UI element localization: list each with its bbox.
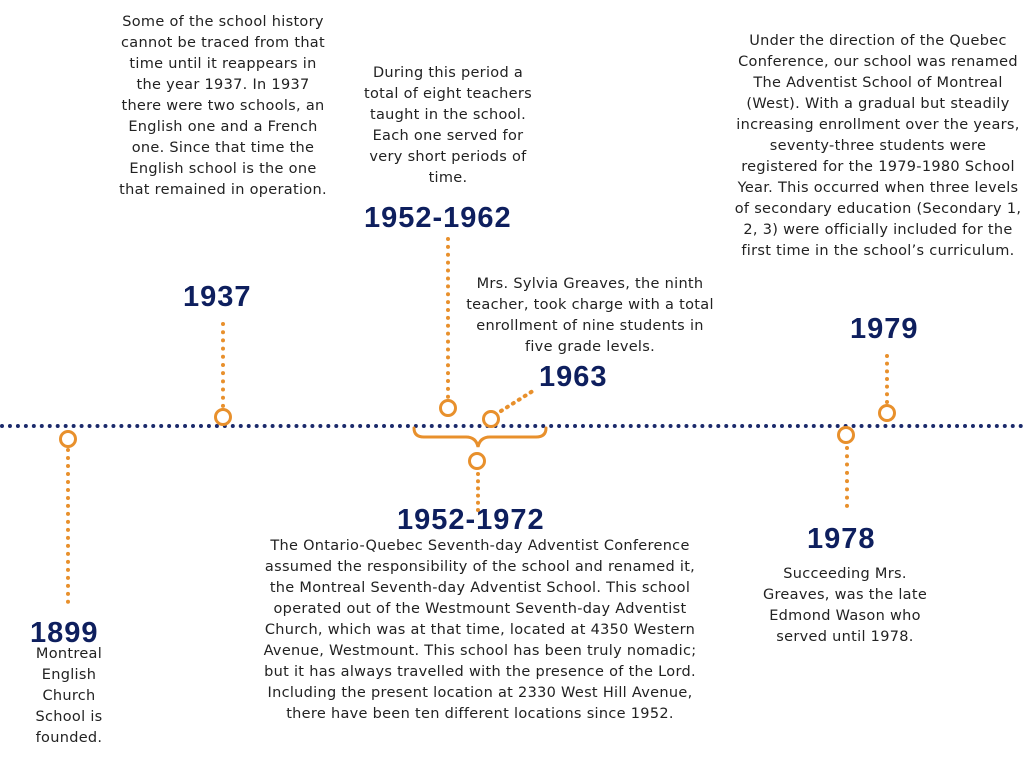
marker-1937 bbox=[214, 408, 232, 426]
marker-1952-1962 bbox=[439, 399, 457, 417]
stem-1952-1972 bbox=[476, 472, 480, 512]
desc-1937: Some of the school history cannot be tra… bbox=[119, 14, 327, 198]
desc-1952-1962: During this period a total of eight teac… bbox=[364, 65, 532, 186]
connector-1963 bbox=[499, 387, 538, 413]
year-1937: 1937 bbox=[183, 281, 252, 313]
year-1899: 1899 bbox=[30, 617, 99, 649]
desc-1979: Under the direction of the Quebec Confer… bbox=[734, 33, 1022, 259]
year-1963: 1963 bbox=[539, 361, 608, 393]
year-1952-1972: 1952-1972 bbox=[397, 504, 545, 536]
desc-1899: Montreal English Church School is founde… bbox=[35, 646, 103, 746]
stem-1952-1962 bbox=[446, 237, 450, 399]
marker-1899 bbox=[59, 430, 77, 448]
stem-1899 bbox=[66, 448, 70, 604]
stem-1978 bbox=[845, 446, 849, 508]
marker-1952-1972 bbox=[468, 452, 486, 470]
year-1979: 1979 bbox=[850, 313, 919, 345]
marker-1979 bbox=[878, 404, 896, 422]
desc-1978: Succeeding Mrs. Greaves, was the late Ed… bbox=[762, 566, 928, 645]
stem-1937 bbox=[221, 322, 225, 408]
period-brace bbox=[412, 426, 548, 448]
stem-1979 bbox=[885, 354, 889, 404]
desc-1963: Mrs. Sylvia Greaves, the ninth teacher, … bbox=[466, 276, 714, 355]
year-1952-1962: 1952-1962 bbox=[364, 202, 512, 234]
desc-1952-1972: The Ontario-Quebec Seventh-day Adventist… bbox=[263, 538, 697, 722]
timeline-axis bbox=[0, 424, 1024, 428]
marker-1963 bbox=[482, 410, 500, 428]
marker-1978 bbox=[837, 426, 855, 444]
year-1978: 1978 bbox=[807, 523, 876, 555]
